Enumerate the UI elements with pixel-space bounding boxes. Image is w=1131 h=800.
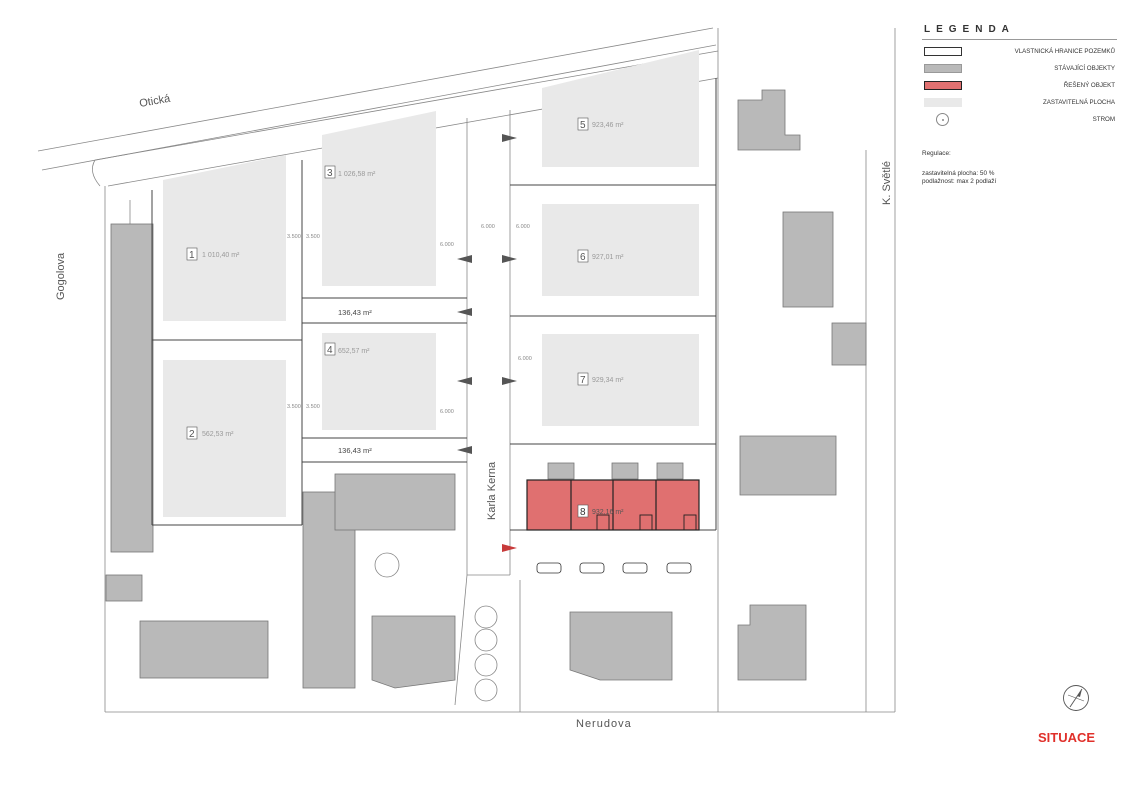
legend-label: STÁVAJÍCÍ OBJEKTY [1054, 65, 1115, 72]
plot-area-1: 1 010,40 m² [202, 252, 240, 259]
dimension-6000: 6.000 [481, 224, 495, 230]
street-label-gogolova: Gogolova [55, 252, 67, 300]
karla-kerna-street [454, 110, 521, 712]
legend-item-owner-boundary: VLASTNICKÁ HRANICE POZEMKŮ [922, 44, 1117, 61]
owner-boundary-swatch [924, 47, 962, 56]
buildable-area-1 [163, 155, 286, 321]
dimension-3500: 3.500 [287, 234, 301, 240]
plot-area-7: 929,34 m² [592, 377, 624, 384]
legend-label: ZASTAVITELNÁ PLOCHA [1043, 99, 1115, 106]
street-label-k-svetle: K. Světlé [881, 161, 893, 205]
plot-area-6: 927,01 m² [592, 254, 624, 261]
regulations-note: Regulace: zastavitelná plocha: 50 % podl… [922, 150, 996, 186]
dimension-6000: 6.000 [518, 356, 532, 362]
plot-area-8: 932,16 m² [592, 509, 624, 516]
buildable-areas [163, 50, 699, 517]
plot-area-3: 1 026,58 m² [338, 171, 376, 178]
street-label-karla-kerna: Karla Kerna [486, 461, 498, 520]
regulation-floors: podlažnost: max 2 podlaží [922, 178, 997, 185]
plot-number-6: 6 [580, 252, 586, 263]
dimension-6000: 6.000 [516, 224, 530, 230]
trees [374, 552, 498, 702]
dimension-6000: 6.000 [440, 242, 454, 248]
street-label-oticka: Otická [138, 93, 172, 110]
buildable-area-4 [322, 333, 436, 430]
plot-area-5: 923,46 m² [592, 122, 624, 129]
parked-cars [536, 562, 692, 574]
legend-divider [922, 39, 1117, 40]
buildable-area-3 [322, 111, 436, 286]
plot-labels: 1 1 010,40 m² 2 562,53 m² 3 1 026,58 m² … [186, 117, 624, 518]
dimension-6000: 6.000 [440, 409, 454, 415]
legend-item-existing-buildings: STÁVAJÍCÍ OBJEKTY [922, 61, 1117, 78]
strip-area-lower: 136,43 m² [338, 446, 372, 455]
plot-number-3: 3 [327, 168, 333, 179]
dimension-3500: 3.500 [306, 404, 320, 410]
buildable-area-7 [542, 334, 699, 426]
buildable-area-2 [163, 360, 286, 517]
legend-item-tree: STROM [922, 112, 1117, 129]
legend-label: VLASTNICKÁ HRANICE POZEMKŮ [1014, 48, 1115, 55]
plot-area-4: 652,57 m² [338, 348, 370, 355]
legend-label: STROM [1092, 116, 1115, 123]
legend-item-buildable-area: ZASTAVITELNÁ PLOCHA [922, 95, 1117, 112]
ownership-boundaries [151, 78, 717, 531]
existing-buildings [105, 89, 867, 689]
legend-item-solved-building: ŘEŠENÝ OBJEKT [922, 78, 1117, 95]
north-arrow-icon [1063, 685, 1089, 711]
legend: LEGENDA VLASTNICKÁ HRANICE POZEMKŮ STÁVA… [922, 24, 1117, 129]
dimension-3500: 3.500 [306, 234, 320, 240]
plot-number-4: 4 [327, 345, 333, 356]
buildable-area-swatch [924, 98, 962, 107]
plot-number-8: 8 [580, 507, 586, 518]
street-label-nerudova: Nerudova [576, 718, 632, 730]
plot-number-7: 7 [580, 375, 586, 386]
existing-building-swatch [924, 64, 962, 73]
plot-number-5: 5 [580, 120, 586, 131]
solved-building-swatch [924, 81, 962, 90]
buildable-area-6 [542, 204, 699, 296]
strip-area-upper: 136,43 m² [338, 308, 372, 317]
solved-building [526, 479, 700, 531]
tree-icon [936, 113, 949, 126]
plot-number-2: 2 [189, 429, 195, 440]
buildable-area-5 [542, 50, 699, 167]
legend-title: LEGENDA [924, 24, 1015, 35]
regulations-title: Regulace: [922, 150, 951, 157]
regulation-buildable-area: zastavitelná plocha: 50 % [922, 170, 995, 177]
dimension-3500: 3.500 [287, 404, 301, 410]
dimension-labels: 6.000 6.000 6.000 3.500 3.500 3.500 3.50… [287, 224, 532, 415]
plot-area-2: 562,53 m² [202, 431, 234, 438]
sheet-title: SITUACE [1038, 730, 1096, 745]
access-arrows [457, 134, 517, 552]
plot-number-1: 1 [189, 250, 195, 261]
legend-label: ŘEŠENÝ OBJEKT [1063, 82, 1115, 89]
